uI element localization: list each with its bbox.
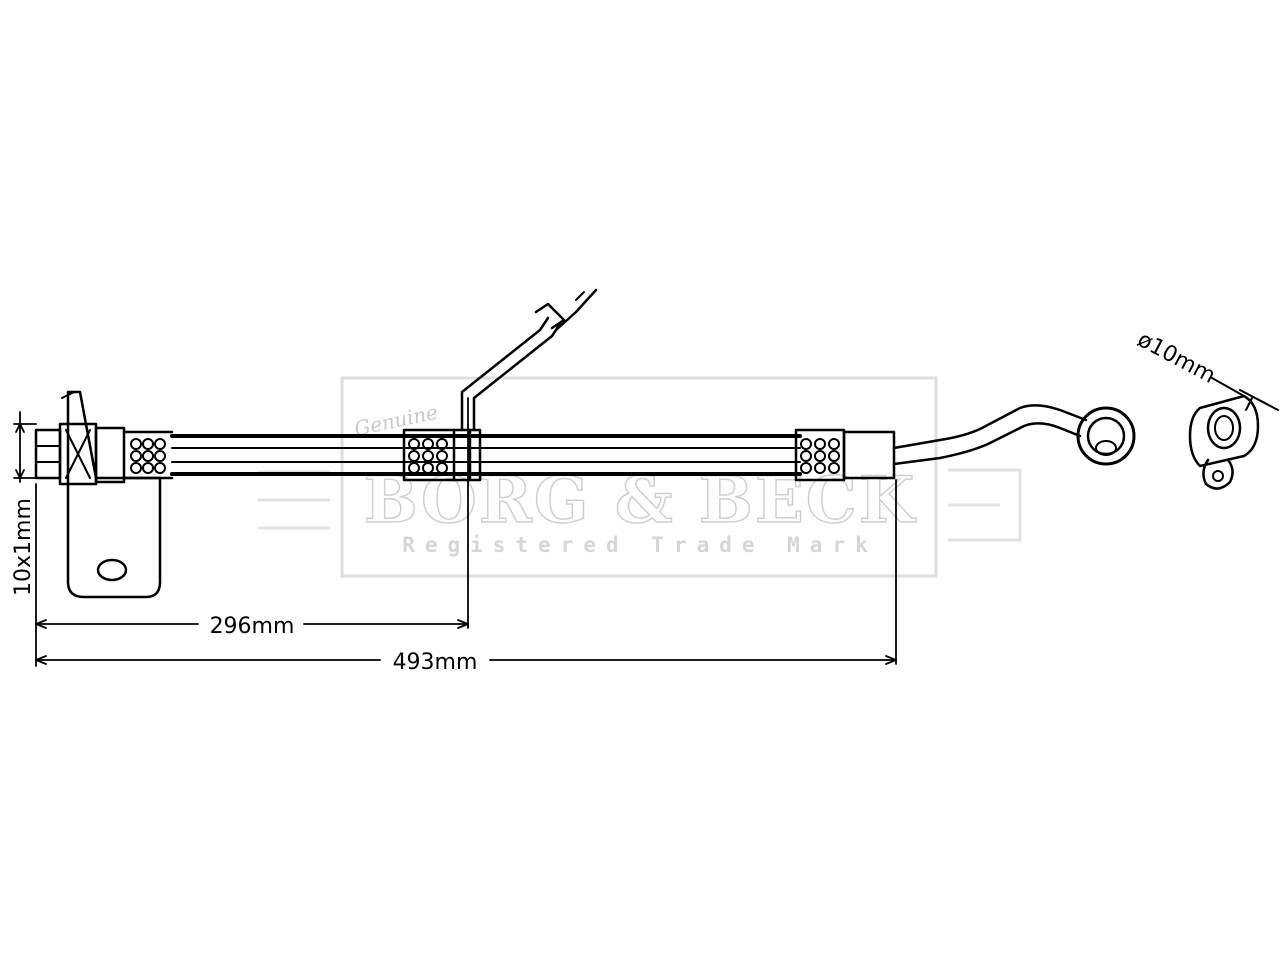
watermark-side-marks-right bbox=[948, 468, 1022, 542]
dimension-total-group: 493mm bbox=[35, 479, 897, 675]
watermark-side-marks-left bbox=[258, 470, 330, 530]
watermark: Genuine BORG & BECK Registered Trade Mar… bbox=[258, 376, 1022, 578]
left-end-fitting bbox=[34, 390, 174, 599]
banjo-detail-view: ø10mm bbox=[1133, 327, 1279, 490]
banjo-eye bbox=[1076, 406, 1136, 466]
dimension-thread: 10x1mm bbox=[11, 498, 36, 596]
watermark-tagline: Registered Trade Mark bbox=[402, 533, 878, 557]
dimension-thread-group: 10x1mm bbox=[11, 411, 37, 596]
hose-body bbox=[170, 434, 802, 476]
watermark-frame bbox=[340, 376, 938, 578]
dimension-bracket-length: 296mm bbox=[210, 614, 295, 639]
dimension-total-length: 493mm bbox=[393, 650, 478, 675]
dimension-banjo-diameter: ø10mm bbox=[1133, 327, 1219, 389]
right-end-fitting bbox=[794, 404, 1136, 482]
bracket-mounting-hole bbox=[96, 558, 128, 582]
dimension-bracket-group: 296mm bbox=[35, 397, 469, 667]
middle-clip bbox=[402, 288, 598, 482]
